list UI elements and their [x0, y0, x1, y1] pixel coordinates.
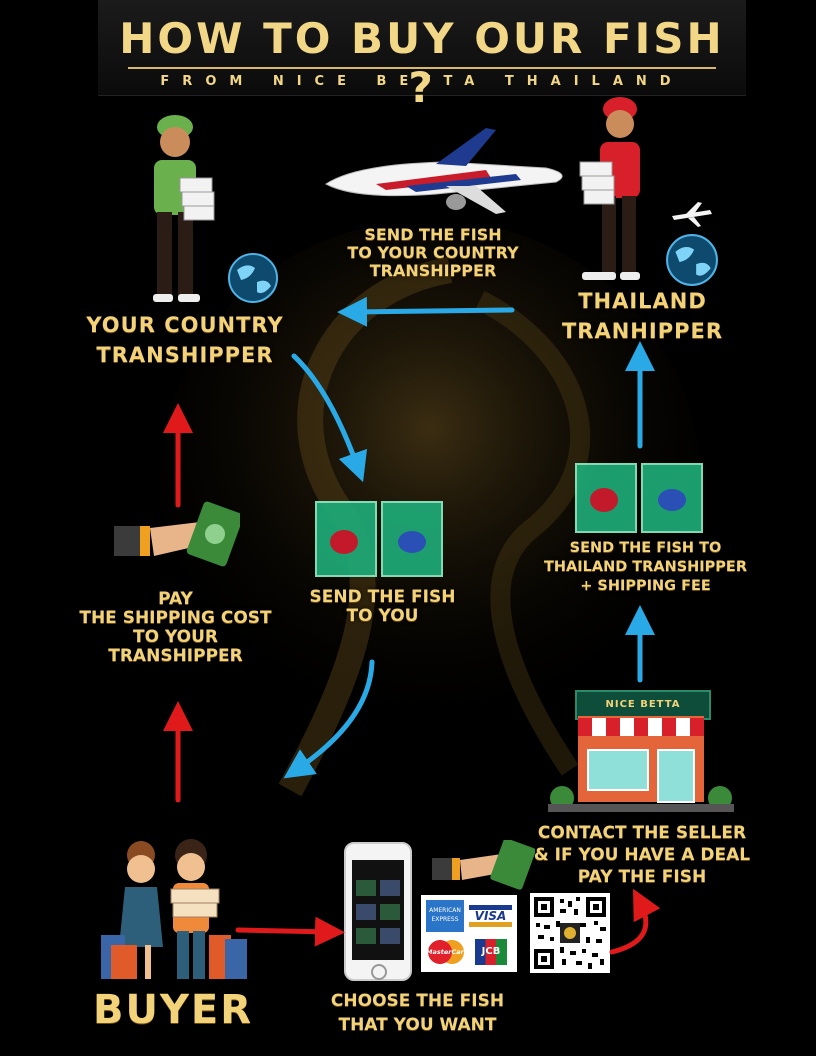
phone-screen: [352, 860, 404, 960]
hand-money-icon: [114, 501, 240, 567]
label-line: TRANSHIPPER: [96, 342, 274, 367]
label-line: THAILAND TRANSHIPPER: [543, 559, 748, 576]
page-subtitle: FROM NICE BETTA THAILAND: [160, 74, 684, 89]
delivery-man-red-icon: [579, 97, 640, 280]
label-line: TO YOUR COUNTRY: [347, 242, 519, 262]
arrow-qr-to-seller: [609, 888, 661, 955]
label-line: PAY: [158, 589, 193, 609]
page-title: HOW TO BUY OUR FISH ?: [119, 14, 725, 112]
label-line: TO YOU: [346, 606, 419, 627]
label-line: TRANSHIPPER: [108, 646, 243, 667]
label-line: SEND THE FISH TO: [569, 540, 722, 556]
mastercard-icon: MasterCard: [426, 938, 468, 966]
buyer-label: BUYER: [92, 987, 254, 1033]
label-line: THE SHIPPING COST: [79, 608, 272, 629]
label-line: & IF YOU HAVE A DEAL: [533, 845, 751, 866]
label-line: + SHIPPING FEE: [580, 578, 711, 595]
label-line: TRANHIPPER: [561, 318, 723, 343]
title-banner: HOW TO BUY OUR FISH ? FROM NICE BETTA TH…: [98, 0, 746, 112]
title-divider: [128, 67, 716, 69]
qr-code-icon: [530, 893, 610, 973]
send-to-thailand-label: SEND THE FISH TO THAILAND TRANSHIPPER + …: [538, 540, 753, 595]
buyer-couple-icon: [101, 839, 247, 979]
payment-cards-panel: AMERICAN EXPRESS VISA MasterCard JCB: [421, 895, 517, 972]
shop-building-icon: [548, 716, 734, 812]
small-airplane-icon: [672, 202, 712, 227]
label-line: CHOOSE THE FISH: [330, 991, 505, 1011]
globe-icon: [228, 253, 278, 303]
label-line: CONTACT THE SELLER: [537, 823, 747, 843]
contact-seller-label: CONTACT THE SELLER & IF YOU HAVE A DEAL …: [528, 823, 756, 888]
globe-icon: [666, 234, 718, 286]
label-line: THAT YOU WANT: [338, 1015, 497, 1036]
send-to-you-label: SEND THE FISH TO YOU: [300, 587, 465, 627]
your-country-transhipper-label: YOUR COUNTRY TRANSHIPPER: [75, 313, 295, 367]
betta-fish-tanks-icon: [575, 463, 703, 533]
betta-fish-tanks-icon: [315, 501, 443, 577]
hand-money-icon: [432, 840, 535, 890]
amex-card-icon: AMERICAN EXPRESS: [426, 900, 464, 932]
send-to-country-label: SEND THE FISH TO YOUR COUNTRY TRANSHIPPE…: [338, 226, 528, 280]
airplane-icon: [325, 128, 563, 214]
choose-fish-label: CHOOSE THE FISH THAT YOU WANT: [330, 991, 505, 1036]
visa-card-icon: VISA: [469, 905, 512, 927]
jcb-card-icon: JCB: [475, 939, 507, 965]
label-line: SEND THE FISH: [309, 587, 456, 607]
label-line: SEND THE FISH: [364, 225, 502, 244]
pay-shipping-label: PAY THE SHIPPING COST TO YOUR TRANSHIPPE…: [68, 589, 283, 667]
thailand-tranhipper-label: THAILAND TRANHIPPER: [545, 289, 740, 343]
label-line: THAILAND: [578, 289, 707, 313]
label-line: PAY THE FISH: [577, 867, 707, 888]
label-line: TO YOUR: [132, 627, 219, 648]
delivery-man-green-icon: [153, 115, 215, 302]
label-line: YOUR COUNTRY: [86, 313, 284, 337]
label-line: TRANSHIPPER: [369, 260, 497, 280]
smartphone-icon: [344, 842, 412, 981]
